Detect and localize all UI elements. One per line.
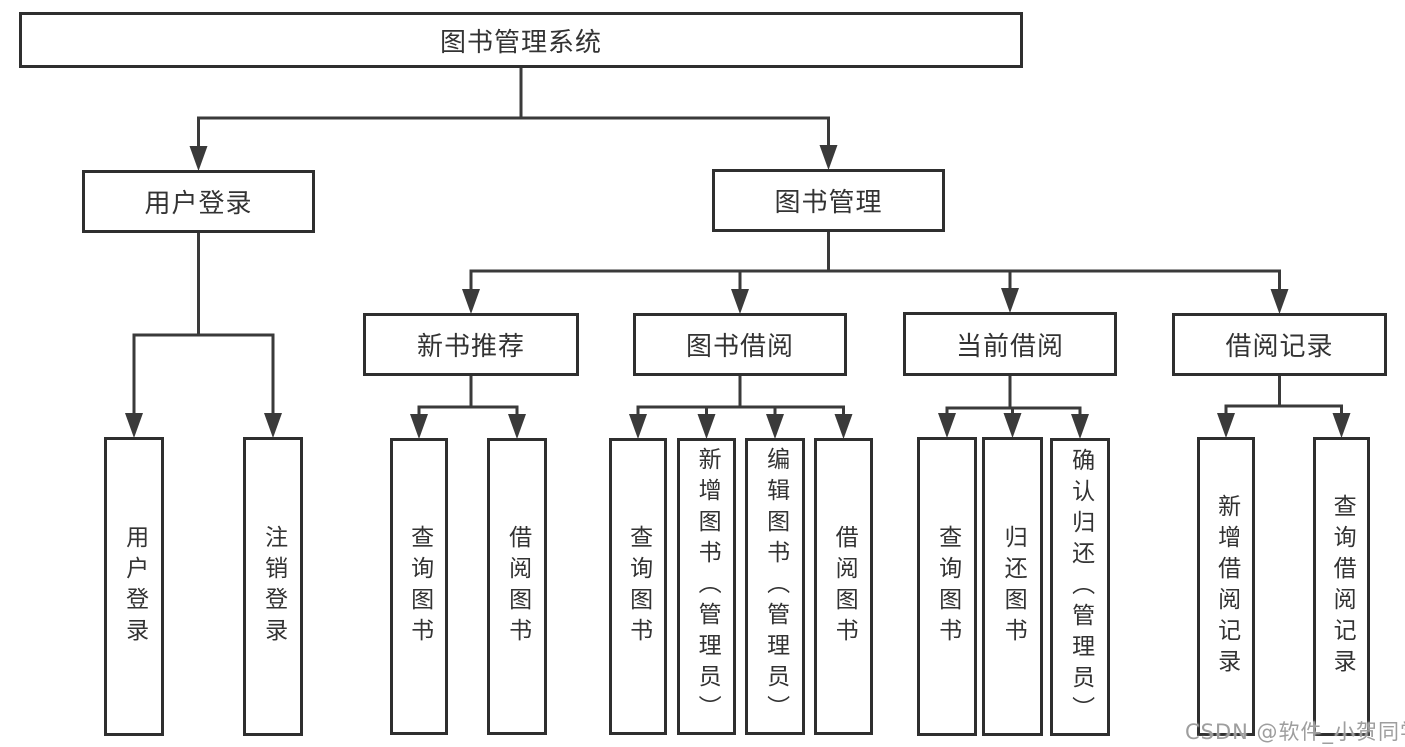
node-label: 新增借阅记录	[1213, 493, 1240, 680]
arrowhead-icon	[766, 414, 784, 439]
node-label: 用户登录	[144, 189, 253, 219]
arrowhead-icon	[1071, 414, 1089, 439]
node-label: 查询图书	[625, 524, 652, 649]
node-label: 图书管理系统	[439, 27, 602, 58]
arrowhead-icon	[697, 414, 716, 439]
node-label: 查询借阅记录	[1329, 493, 1356, 680]
node-root: 图书管理系统	[19, 12, 1023, 68]
node-label: 借阅图书	[504, 524, 531, 649]
node-label: 用户登录	[121, 524, 148, 649]
arrowhead-icon	[508, 414, 526, 439]
node-label: 新增图书（管理员）	[694, 447, 721, 726]
node-label: 查询图书	[934, 524, 961, 649]
arrowhead-icon	[264, 413, 282, 438]
arrowhead-icon	[1217, 413, 1235, 438]
node-label: 确认归还（管理员）	[1067, 447, 1094, 727]
node-label: 图书管理	[774, 188, 883, 218]
node-label: 图书借阅	[685, 332, 794, 362]
arrowhead-icon	[189, 146, 208, 171]
node-new-book-rec: 新书推荐	[363, 313, 579, 376]
arrowhead-icon	[834, 414, 853, 439]
arrowhead-icon	[462, 289, 480, 314]
arrowhead-icon	[125, 413, 143, 438]
node-label: 编辑图书（管理员）	[762, 447, 789, 726]
node-leaf-add-books: 新增图书（管理员）	[677, 438, 736, 735]
node-label: 借阅记录	[1225, 332, 1334, 362]
arrowhead-icon	[1270, 289, 1289, 314]
node-label: 查询图书	[406, 524, 433, 649]
node-leaf-query-books-2: 查询图书	[609, 438, 667, 735]
node-leaf-query-books-3: 查询图书	[917, 437, 977, 736]
node-leaf-edit-books: 编辑图书（管理员）	[745, 438, 805, 735]
node-user-login: 用户登录	[82, 170, 315, 233]
node-leaf-logout: 注销登录	[243, 437, 303, 736]
arrowhead-icon	[819, 145, 838, 170]
node-leaf-query-record: 查询借阅记录	[1313, 437, 1370, 736]
node-book-borrow: 图书借阅	[633, 313, 847, 376]
node-leaf-borrow-books-2: 借阅图书	[814, 438, 873, 735]
node-borrow-records: 借阅记录	[1172, 313, 1387, 376]
arrowhead-icon	[1001, 288, 1019, 313]
node-current-borrow: 当前借阅	[903, 312, 1117, 376]
arrowhead-icon	[410, 414, 428, 439]
node-label: 注销登录	[260, 524, 287, 649]
arrowhead-icon	[629, 414, 647, 439]
node-leaf-borrow-books-1: 借阅图书	[487, 438, 547, 735]
arrowhead-icon	[731, 289, 749, 314]
node-leaf-confirm-return: 确认归还（管理员）	[1050, 438, 1110, 736]
arrowhead-icon	[1332, 413, 1351, 438]
node-leaf-query-books-1: 查询图书	[390, 438, 448, 735]
node-leaf-add-record: 新增借阅记录	[1197, 437, 1255, 736]
node-label: 借阅图书	[831, 524, 858, 649]
arrowhead-icon	[938, 413, 956, 438]
node-label: 归还图书	[1000, 524, 1027, 649]
node-label: 新书推荐	[416, 332, 525, 362]
watermark: CSDN @软件_小贺同学	[1185, 720, 1405, 744]
node-leaf-user-login: 用户登录	[104, 437, 164, 736]
node-book-mgmt: 图书管理	[712, 169, 945, 232]
node-label: 当前借阅	[955, 331, 1064, 362]
arrowhead-icon	[1003, 413, 1022, 438]
node-leaf-return-books: 归还图书	[982, 437, 1043, 736]
